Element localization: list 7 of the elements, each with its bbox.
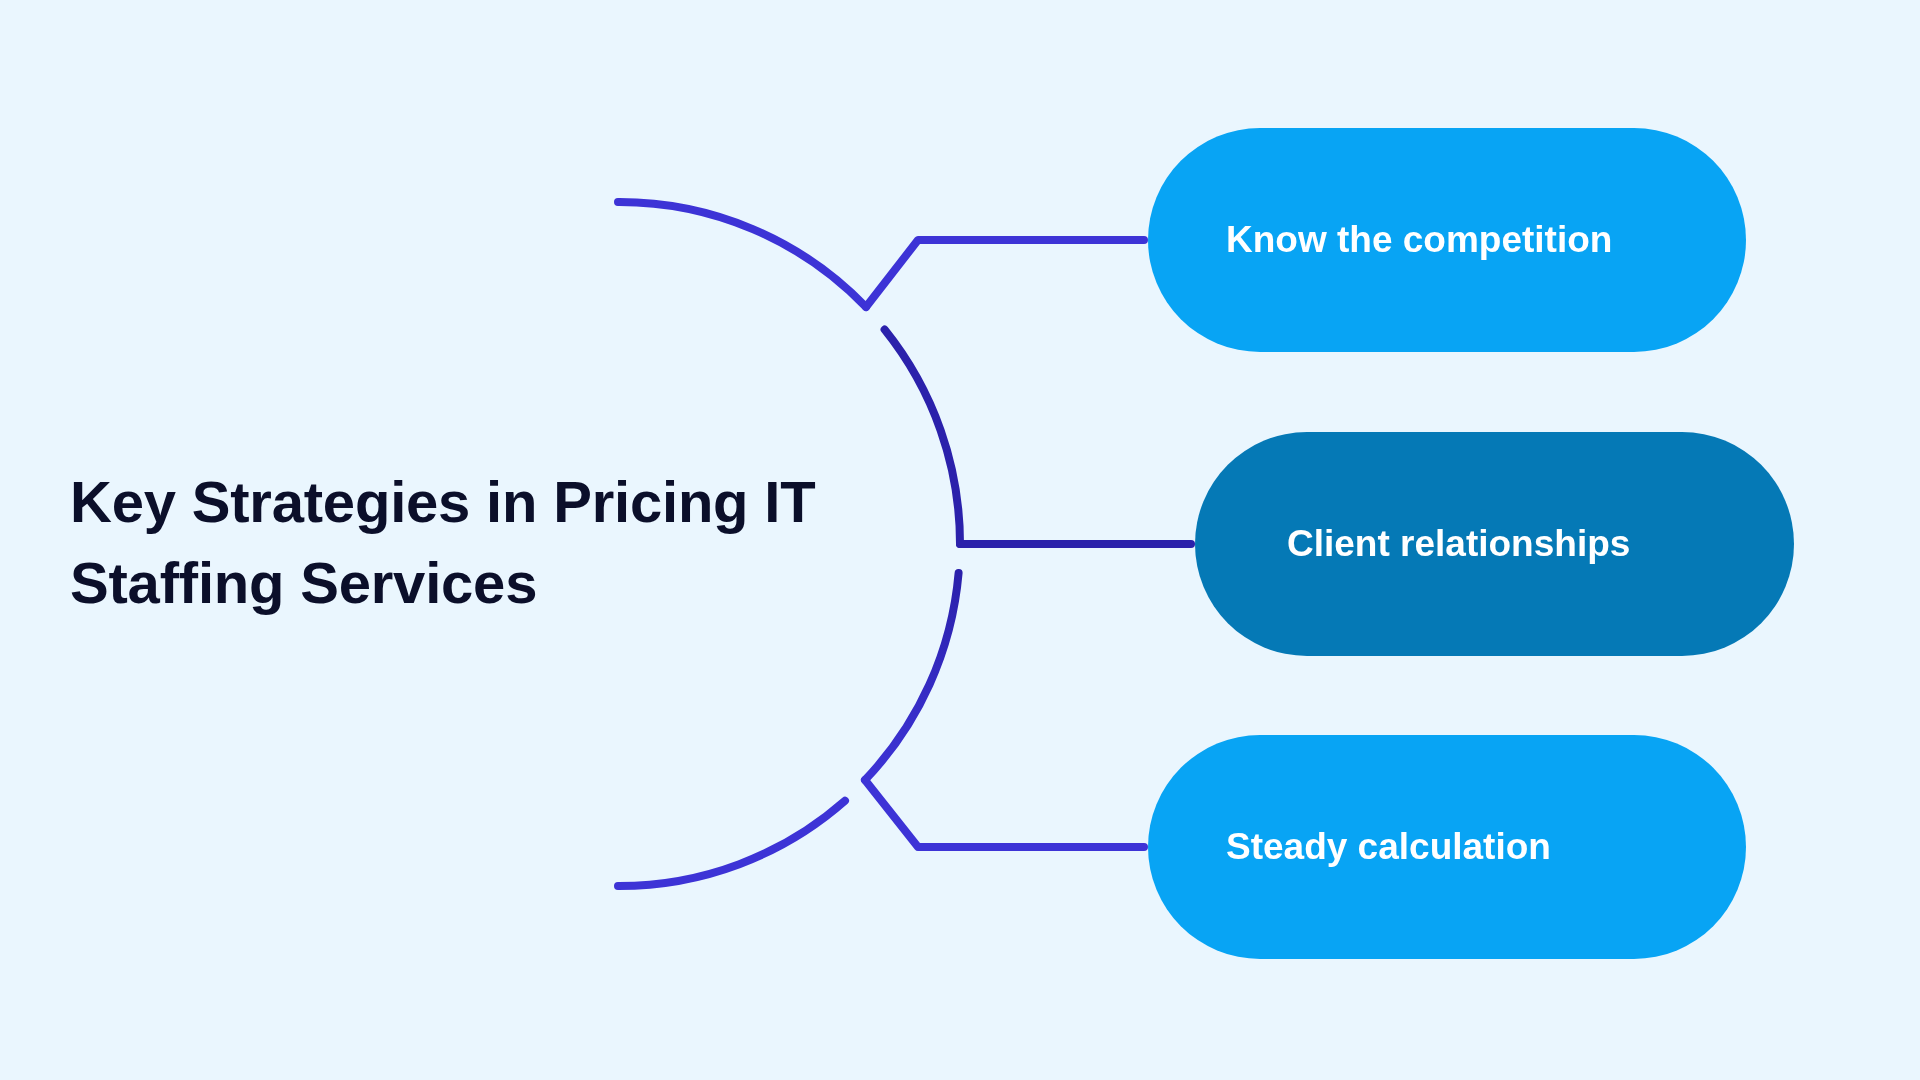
connector-line bbox=[862, 236, 1148, 311]
pill-label: Steady calculation bbox=[1226, 825, 1551, 869]
connector-line bbox=[956, 540, 1195, 548]
diagram-title: Key Strategies in Pricing IT Staffing Services bbox=[70, 468, 817, 617]
connector-line bbox=[861, 776, 1148, 851]
pill-label: Client relationships bbox=[1287, 522, 1631, 566]
pill-label: Know the competition bbox=[1226, 218, 1613, 262]
